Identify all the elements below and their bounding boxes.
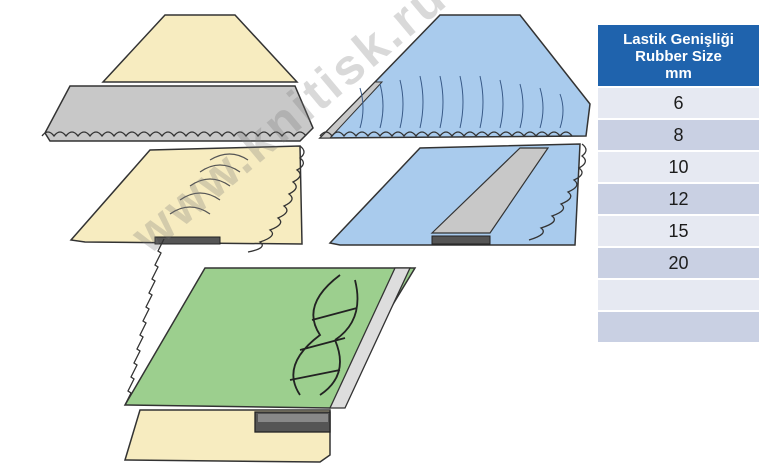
grey-rubber-band — [44, 85, 314, 142]
grey-band-back — [318, 81, 384, 139]
green-loops — [289, 274, 359, 396]
table-row: 12 — [598, 184, 759, 214]
blue-arcs — [359, 75, 564, 129]
grey-band-side — [430, 147, 550, 234]
table-row: 20 — [598, 248, 759, 278]
green-edge-zigzag — [124, 238, 165, 406]
table-row: 10 — [598, 152, 759, 182]
rubber-size-table: Lastik Genişliği Rubber Size mm 6 8 10 1… — [598, 23, 759, 344]
blue-fabric-top — [318, 14, 591, 139]
table-header: Lastik Genişliği Rubber Size mm — [598, 25, 759, 86]
binding-illustration — [41, 14, 591, 463]
green-band-top — [258, 414, 328, 422]
figure-blue-fabric — [318, 14, 591, 246]
stitch-row-side — [247, 145, 305, 253]
table-row: 8 — [598, 120, 759, 150]
table-row — [598, 312, 759, 342]
grey-band-edge — [154, 236, 221, 245]
blue-stitch-side — [528, 143, 587, 241]
header-line-unit: mm — [665, 64, 692, 82]
table-row: 6 — [598, 88, 759, 118]
figure-green-fabric — [123, 238, 417, 463]
figure-cream-fabric — [41, 14, 314, 253]
table-row — [598, 280, 759, 310]
blue-band-edge — [431, 235, 491, 245]
header-line-tr: Lastik Genişliği — [623, 30, 734, 48]
cream-fabric-bottom — [69, 145, 303, 245]
elastic-stitch-lines — [169, 153, 249, 215]
header-line-en: Rubber Size — [635, 47, 722, 65]
cream-fabric-top — [101, 14, 299, 83]
table-row: 15 — [598, 216, 759, 246]
stack-edge — [328, 267, 412, 409]
stitch-row-top — [41, 131, 307, 138]
blue-stitch-row — [319, 131, 573, 138]
